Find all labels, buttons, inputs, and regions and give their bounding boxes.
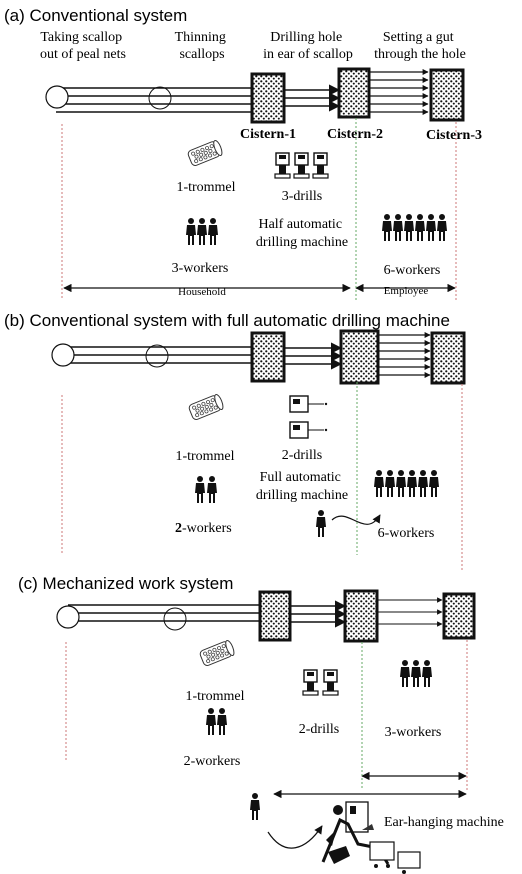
worker-icon bbox=[217, 708, 227, 735]
step-thinning-line2: scallops bbox=[179, 47, 224, 62]
step-setting-label: Setting a gut through the hole bbox=[374, 30, 466, 62]
section-b-title: (b) Conventional system with full automa… bbox=[4, 311, 450, 330]
drill-machines-c-icon bbox=[302, 669, 339, 696]
worker-group-a-left-icon bbox=[186, 218, 218, 245]
ear-hanging-machine-label: Ear-hanging machine bbox=[384, 815, 504, 830]
drill-machines-b-icon bbox=[289, 395, 328, 439]
workers-right-label-c: 3-workers bbox=[385, 725, 442, 740]
worker-icon bbox=[316, 510, 326, 537]
section-b: (b) Conventional system with full automa… bbox=[4, 311, 466, 570]
worker-group-b-left-icon bbox=[195, 476, 217, 503]
cistern-2-icon bbox=[339, 329, 380, 385]
step-setting-line1: Setting a gut bbox=[383, 30, 454, 45]
worker-icon bbox=[250, 793, 260, 820]
machine-label-a-line2: drilling machine bbox=[256, 235, 348, 250]
span-arrows-c bbox=[273, 771, 467, 799]
workers-left-label-b-num: 2 bbox=[175, 521, 182, 536]
machine-label-b-line2: drilling machine bbox=[256, 488, 348, 503]
drill-machines-a-icon bbox=[274, 152, 329, 179]
cistern-2-label: Cistern-2 bbox=[327, 127, 383, 142]
step-taking-label: Taking scallop out of peal nets bbox=[40, 30, 126, 62]
cistern-3-icon bbox=[430, 331, 466, 385]
section-c: (c) Mechanized work system 1-trommel 2-w… bbox=[18, 574, 504, 874]
thinning-circle-icon bbox=[148, 86, 172, 110]
divider-lines-c bbox=[65, 640, 468, 790]
worker-group-b-right-icon bbox=[374, 470, 439, 497]
machine-label-b: Full automatic drilling machine bbox=[256, 470, 348, 503]
cistern-1-icon bbox=[250, 72, 286, 124]
worker-group-c-left-icon bbox=[206, 708, 216, 735]
section-c-title: (c) Mechanized work system bbox=[18, 574, 233, 593]
machine-label-b-line1: Full automatic bbox=[260, 470, 341, 485]
section-a-title: (a) Conventional system bbox=[4, 6, 187, 25]
workers-right-label-a: 6-workers bbox=[384, 263, 441, 278]
trommel-icon bbox=[186, 138, 225, 168]
trommel-label-c: 1-trommel bbox=[185, 689, 244, 704]
cistern-1-icon bbox=[250, 331, 286, 383]
trommel-icon bbox=[187, 392, 226, 422]
machine-label-a-line1: Half automatic bbox=[258, 217, 342, 232]
workers-left-label-b-rest: -workers bbox=[182, 521, 232, 536]
trommel-label-a: 1-trommel bbox=[176, 180, 235, 195]
section-a: (a) Conventional system Taking scallop o… bbox=[4, 6, 482, 300]
step-drilling-label: Drilling hole in ear of scallop bbox=[263, 30, 353, 62]
flow-lines-a bbox=[56, 84, 341, 113]
step-thinning-label: Thinning scallops bbox=[175, 30, 230, 62]
gut-lines-a bbox=[369, 69, 429, 115]
machine-label-a: Half automatic drilling machine bbox=[256, 217, 348, 250]
step-drilling-line2: in ear of scallop bbox=[263, 47, 353, 62]
worker-group-c-right-icon bbox=[400, 660, 432, 687]
divider-lines-a bbox=[61, 118, 457, 300]
transfer-arrow-icon bbox=[331, 514, 381, 525]
trommel-icon bbox=[198, 638, 237, 668]
cistern-1-label: Cistern-1 bbox=[240, 127, 296, 142]
drills-label-a: 3-drills bbox=[282, 189, 322, 204]
step-thinning-line1: Thinning bbox=[175, 30, 226, 45]
gut-lines-b bbox=[378, 332, 431, 378]
workers-left-label-c: 2-workers bbox=[184, 754, 241, 769]
cistern-3-icon bbox=[442, 592, 476, 640]
step-taking-line2: out of peal nets bbox=[40, 47, 126, 62]
cistern-2-icon bbox=[343, 589, 379, 643]
net-circle-icon bbox=[51, 343, 75, 367]
workers-left-label-a: 3-workers bbox=[172, 261, 229, 276]
cistern-3-label: Cistern-3 bbox=[426, 128, 482, 143]
worker-group-a-right-icon bbox=[382, 214, 447, 241]
cistern-1-icon bbox=[258, 590, 292, 642]
net-circle-icon bbox=[56, 605, 80, 629]
span-household-label: Household bbox=[178, 286, 226, 298]
cistern-2-icon bbox=[337, 67, 371, 119]
step-drilling-line1: Drilling hole bbox=[270, 30, 342, 45]
trommel-label-b: 1-trommel bbox=[175, 449, 234, 464]
drills-label-c: 2-drills bbox=[299, 722, 339, 737]
drills-label-b: 2-drills bbox=[282, 448, 322, 463]
ear-hanging-machine-icon bbox=[321, 801, 421, 874]
span-employee-label: Employee bbox=[384, 285, 429, 297]
step-taking-line1: Taking scallop bbox=[40, 30, 122, 45]
thinning-circle-icon bbox=[145, 344, 169, 368]
thinning-circle-icon bbox=[163, 607, 187, 631]
workers-right-label-b: 6-workers bbox=[378, 526, 435, 541]
transfer-arrow-icon bbox=[267, 825, 323, 849]
divider-lines-b bbox=[61, 382, 463, 570]
step-setting-line2: through the hole bbox=[374, 47, 466, 62]
cistern-3-icon bbox=[429, 68, 465, 122]
gut-lines-c bbox=[377, 597, 443, 627]
net-circle-icon bbox=[45, 85, 69, 109]
workers-left-label-b: 2-workers bbox=[175, 521, 232, 536]
flow-lines-c bbox=[68, 600, 347, 628]
flow-lines-b bbox=[63, 342, 343, 370]
